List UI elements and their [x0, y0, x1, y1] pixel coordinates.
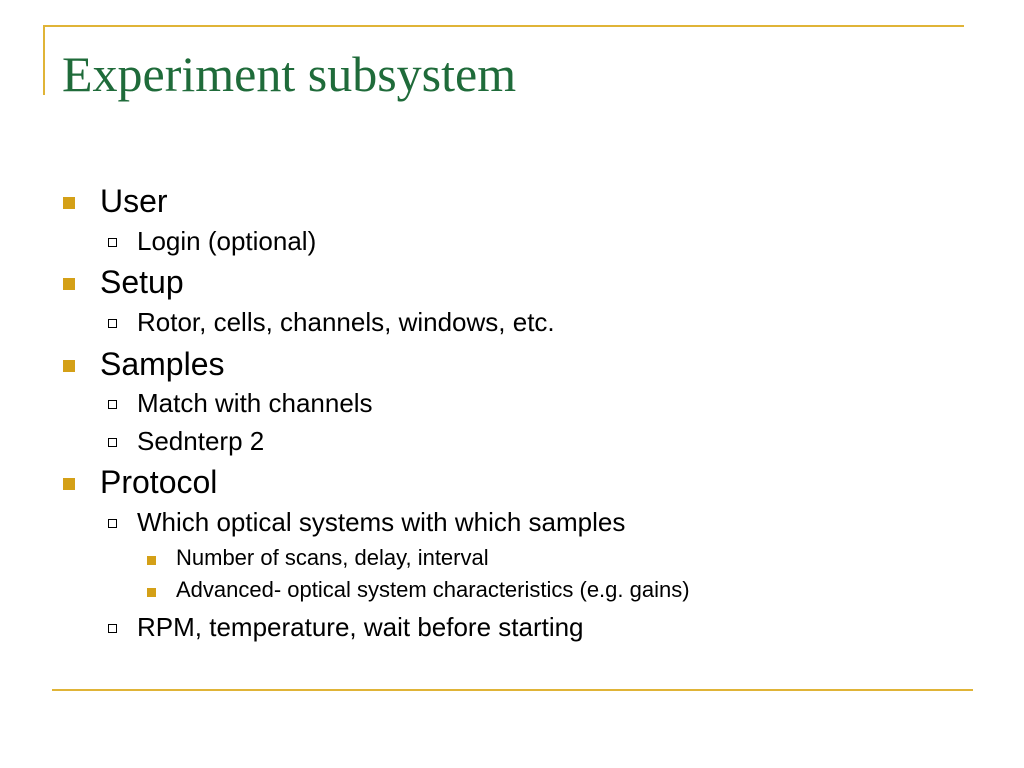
title-frame-left-rule — [43, 25, 45, 95]
list-item-level-1: Protocol — [0, 462, 1000, 502]
list-item-text: Login (optional) — [137, 225, 317, 256]
list-item-text: User — [100, 182, 168, 219]
list-item-level-2: Sednterp 2 — [0, 424, 1000, 458]
filled-square-bullet-icon — [63, 197, 75, 209]
hollow-square-bullet-icon — [108, 238, 117, 247]
list-item-text: RPM, temperature, wait before starting — [137, 611, 584, 642]
hollow-square-bullet-icon — [108, 438, 117, 447]
hollow-square-bullet-icon — [108, 519, 117, 528]
list-item-text: Advanced- optical system characteristics… — [176, 577, 690, 602]
list-item-text: Setup — [100, 263, 184, 300]
hollow-square-bullet-icon — [108, 624, 117, 633]
list-item-level-3: Number of scans, delay, interval — [0, 543, 1000, 573]
list-item-text: Samples — [100, 345, 225, 382]
list-item-text: Protocol — [100, 463, 218, 500]
hollow-square-bullet-icon — [108, 400, 117, 409]
list-item-text: Number of scans, delay, interval — [176, 545, 489, 570]
list-item-text: Sednterp 2 — [137, 425, 265, 456]
filled-square-bullet-icon — [147, 555, 156, 565]
list-item-level-2: Login (optional) — [0, 224, 1000, 258]
list-item-text: Rotor, cells, channels, windows, etc. — [137, 306, 555, 337]
list-item-text: Which optical systems with which samples — [137, 506, 626, 537]
list-item-level-1: User — [0, 181, 1000, 221]
list-item-level-2: Match with channels — [0, 386, 1000, 420]
filled-square-bullet-icon — [63, 478, 75, 490]
title-frame-top-rule — [43, 25, 964, 27]
filled-square-bullet-icon — [63, 360, 75, 372]
list-item-level-3: Advanced- optical system characteristics… — [0, 575, 1000, 605]
slide-title: Experiment subsystem — [62, 46, 517, 102]
list-item-level-1: Setup — [0, 262, 1000, 302]
footer-rule — [52, 689, 973, 691]
filled-square-bullet-icon — [147, 587, 156, 597]
filled-square-bullet-icon — [63, 278, 75, 290]
hollow-square-bullet-icon — [108, 319, 117, 328]
list-item-level-2: RPM, temperature, wait before starting — [0, 610, 1000, 644]
list-item-level-2: Which optical systems with which samples — [0, 505, 1000, 539]
list-item-text: Match with channels — [137, 387, 373, 418]
list-item-level-2: Rotor, cells, channels, windows, etc. — [0, 305, 1000, 339]
list-item-level-1: Samples — [0, 344, 1000, 384]
